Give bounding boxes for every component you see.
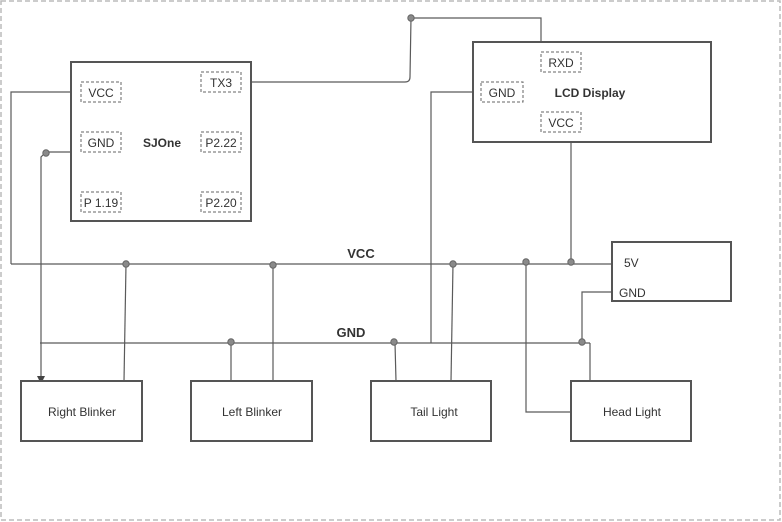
junction-dot (449, 260, 457, 268)
lcd-display-block[interactable]: LCD Display RXD GND VCC (472, 41, 712, 143)
sjone-label: SJOne (143, 136, 181, 150)
junctions (42, 14, 586, 346)
right-blinker-label: Right Blinker (48, 405, 116, 419)
right-blinker-vcc-wire (123, 263, 127, 382)
tail-light-gnd-wire (394, 342, 397, 382)
junction-dot (42, 149, 50, 157)
junction-dot (269, 261, 277, 269)
lcd-gnd-wire (430, 91, 473, 343)
sjone-vcc-wire (10, 91, 71, 264)
sjone-block[interactable]: SJOne VCC GND P 1.19 TX3 P2.22 P2.20 (70, 61, 252, 222)
junction-dot (567, 258, 575, 266)
sjone-gnd-pin-label: GND (88, 136, 115, 150)
junction-dot (522, 258, 530, 266)
sjone-p119-pin (80, 191, 122, 213)
power-5v-label: 5V (624, 256, 639, 270)
sjone-gnd-pin (80, 131, 122, 153)
head-light-block[interactable]: Head Light (570, 380, 692, 442)
power-supply-block[interactable]: 5V GND (611, 241, 732, 302)
sjone-p119-pin-label: P 1.19 (84, 196, 119, 210)
power-gnd-label: GND (619, 286, 646, 300)
junction-dot (227, 338, 235, 346)
sjone-p220-pin-label: P2.20 (205, 196, 237, 210)
junction-dot (407, 14, 415, 22)
wires (10, 17, 612, 413)
head-light-label: Head Light (603, 405, 662, 419)
tail-light-label: Tail Light (410, 405, 458, 419)
lcd-vcc-pin-label: VCC (548, 116, 574, 130)
tail-light-vcc-wire (450, 263, 454, 382)
left-blinker-block[interactable]: Left Blinker (190, 380, 313, 442)
junction-dot (122, 260, 130, 268)
tail-light-block[interactable]: Tail Light (370, 380, 492, 442)
sjone-vcc-pin-label: VCC (88, 86, 114, 100)
power-gnd-wire (581, 291, 612, 343)
left-blinker-label: Left Blinker (222, 405, 282, 419)
lcd-rxd-pin (540, 51, 582, 73)
sjone-p222-pin (200, 131, 242, 153)
vcc-bus-label: VCC (347, 246, 375, 261)
head-light-vcc-wire (525, 262, 571, 413)
junction-dot (578, 338, 586, 346)
sjone-tx3-pin-label: TX3 (210, 76, 232, 90)
lcd-vcc-pin (540, 111, 582, 133)
sjone-vcc-pin (80, 81, 122, 103)
tx3-rxd-wire (251, 17, 542, 83)
lcd-display-label: LCD Display (555, 86, 626, 100)
sjone-tx3-pin (200, 71, 242, 93)
lcd-gnd-pin-label: GND (489, 86, 516, 100)
junction-dot (390, 338, 398, 346)
sjone-p222-pin-label: P2.22 (205, 136, 237, 150)
sjone-gnd-wire (37, 151, 71, 384)
gnd-bus-label: GND (337, 325, 366, 340)
lcd-gnd-pin (480, 81, 524, 103)
right-blinker-block[interactable]: Right Blinker (20, 380, 143, 442)
sjone-p220-pin (200, 191, 242, 213)
lcd-rxd-pin-label: RXD (548, 56, 574, 70)
